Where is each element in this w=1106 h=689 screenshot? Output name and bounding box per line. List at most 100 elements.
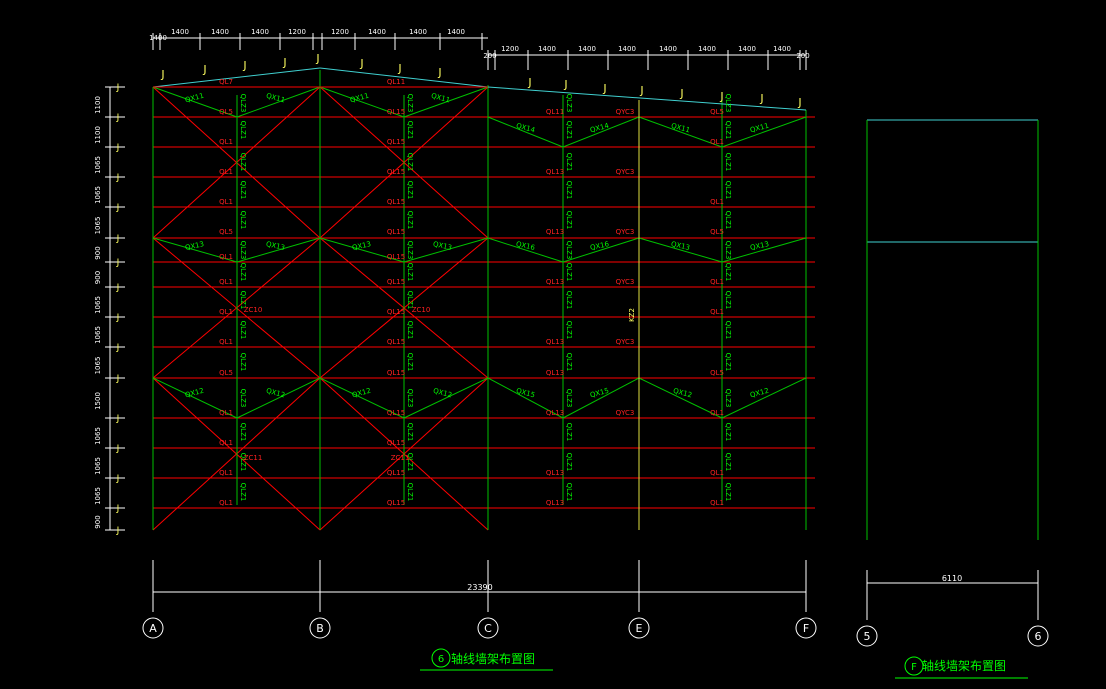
column-label: QLZ1 — [406, 291, 414, 310]
dim-text: 1400 — [618, 45, 636, 53]
purlin-clip: J — [679, 87, 683, 100]
beam-label: QL15 — [387, 168, 405, 176]
column-label: QLZ1 — [565, 483, 573, 502]
beam-label: QL1 — [710, 499, 724, 507]
bracing-label: ZC11 — [244, 454, 263, 462]
dim-text: 1065 — [94, 156, 102, 174]
v-brace — [638, 377, 723, 419]
axis-label: 5 — [864, 630, 871, 643]
beam-label: QL1 — [219, 168, 233, 176]
column-label: QLZ3 — [406, 241, 414, 260]
purlin-clip: J — [202, 63, 206, 76]
dim-text: 1400 — [698, 45, 716, 53]
column-label: QLZ1 — [406, 181, 414, 200]
horizontal-purlin-lines — [153, 86, 815, 509]
column-label: QLZ1 — [724, 453, 732, 472]
purlin-clip: J — [116, 526, 120, 536]
purlin-clip: J — [242, 59, 246, 72]
beam-label: QL13 — [546, 369, 564, 377]
column-label: QLZ1 — [239, 121, 247, 140]
purlin-clip: J — [116, 173, 120, 183]
purlin-clip: J — [116, 504, 120, 514]
column-label: QLZ1 — [565, 423, 573, 442]
beam-label: QL1 — [219, 499, 233, 507]
title-bubble — [431, 648, 451, 668]
v-brace — [403, 377, 489, 419]
dim-text: 1400 — [538, 45, 556, 53]
purlin-clip: J — [160, 68, 164, 81]
column-label: QLZ1 — [239, 291, 247, 310]
column-label: QLZ1 — [724, 121, 732, 140]
purlin-clip: J — [116, 444, 120, 454]
beam-label: QL1 — [710, 469, 724, 477]
beam-label: QL11 — [387, 78, 405, 86]
right-elevation-view: 6110 5 6 F 轴线墙架布置图 — [856, 119, 1049, 679]
purlin-clip: J — [116, 414, 120, 424]
brace-label: QX13 — [432, 240, 452, 252]
column-label: QLZ3 — [406, 389, 414, 408]
column-label: QLZ1 — [565, 181, 573, 200]
dim-text: 1065 — [94, 427, 102, 445]
roof-line — [152, 67, 807, 111]
axis-bubble — [309, 617, 331, 639]
dim-text: 6110 — [942, 574, 962, 583]
column-label: QLZ3 — [724, 94, 732, 113]
column-label: QLZ3 — [239, 241, 247, 260]
bracing-label: ZC10 — [412, 306, 431, 314]
beam-label: QL15 — [387, 409, 405, 417]
beam-label: QL5 — [219, 108, 233, 116]
axis-bubble — [856, 625, 878, 647]
beam-label: QL15 — [387, 369, 405, 377]
dim-text: 1400 — [773, 45, 791, 53]
column-label: QLZ1 — [565, 211, 573, 230]
beam-label: QL15 — [387, 469, 405, 477]
column-label: QLZ1 — [239, 263, 247, 282]
beam-label: QL5 — [710, 108, 724, 116]
column-label: QLZ1 — [406, 263, 414, 282]
v-brace — [152, 237, 238, 263]
purlin-clip: J — [527, 76, 531, 89]
axis-label: B — [316, 622, 324, 635]
column-label: QLZ1 — [565, 321, 573, 340]
column-label: QLZ1 — [239, 453, 247, 472]
axis-bubble — [142, 617, 164, 639]
brace-label: QX13 — [184, 240, 204, 252]
beam-label: QYC3 — [616, 108, 635, 116]
column-label: QLZ1 — [239, 483, 247, 502]
axis-label: 6 — [1035, 630, 1042, 643]
purlin-clip: J — [116, 83, 120, 93]
purlin-clip: J — [759, 92, 763, 105]
column-label: QLZ1 — [406, 483, 414, 502]
beam-label: QL11 — [546, 108, 564, 116]
beam-label: QL15 — [387, 278, 405, 286]
title-bubble-text: F — [911, 662, 917, 673]
v-brace — [562, 116, 640, 148]
column-label: QLZ1 — [239, 181, 247, 200]
right-bottom-dimension: 6110 — [866, 570, 1039, 620]
brace-label: QX13 — [265, 240, 285, 252]
column-label: QLZ1 — [565, 353, 573, 372]
purlin-clip: J — [116, 258, 120, 268]
purlin-clip: J — [116, 283, 120, 293]
v-brace — [403, 237, 489, 263]
v-brace — [403, 86, 489, 118]
beam-label: QL13 — [546, 409, 564, 417]
dim-text: 1065 — [94, 357, 102, 375]
column-label: QLZ1 — [724, 483, 732, 502]
title-text: 轴线墙架布置图 — [922, 658, 1006, 673]
beam-label: QL5 — [710, 228, 724, 236]
v-brace — [562, 377, 640, 419]
column-label: QLZ1 — [724, 263, 732, 282]
beam-label: QYC3 — [616, 338, 635, 346]
v-brace — [487, 237, 564, 263]
purlin-clip: J — [116, 113, 120, 123]
purlin-clip: J — [116, 474, 120, 484]
purlin-clip: J — [116, 143, 120, 153]
dim-text: 1200 — [331, 28, 349, 36]
dim-text: 1400 — [447, 28, 465, 36]
axis-bubble — [628, 617, 650, 639]
v-brace — [236, 237, 321, 263]
